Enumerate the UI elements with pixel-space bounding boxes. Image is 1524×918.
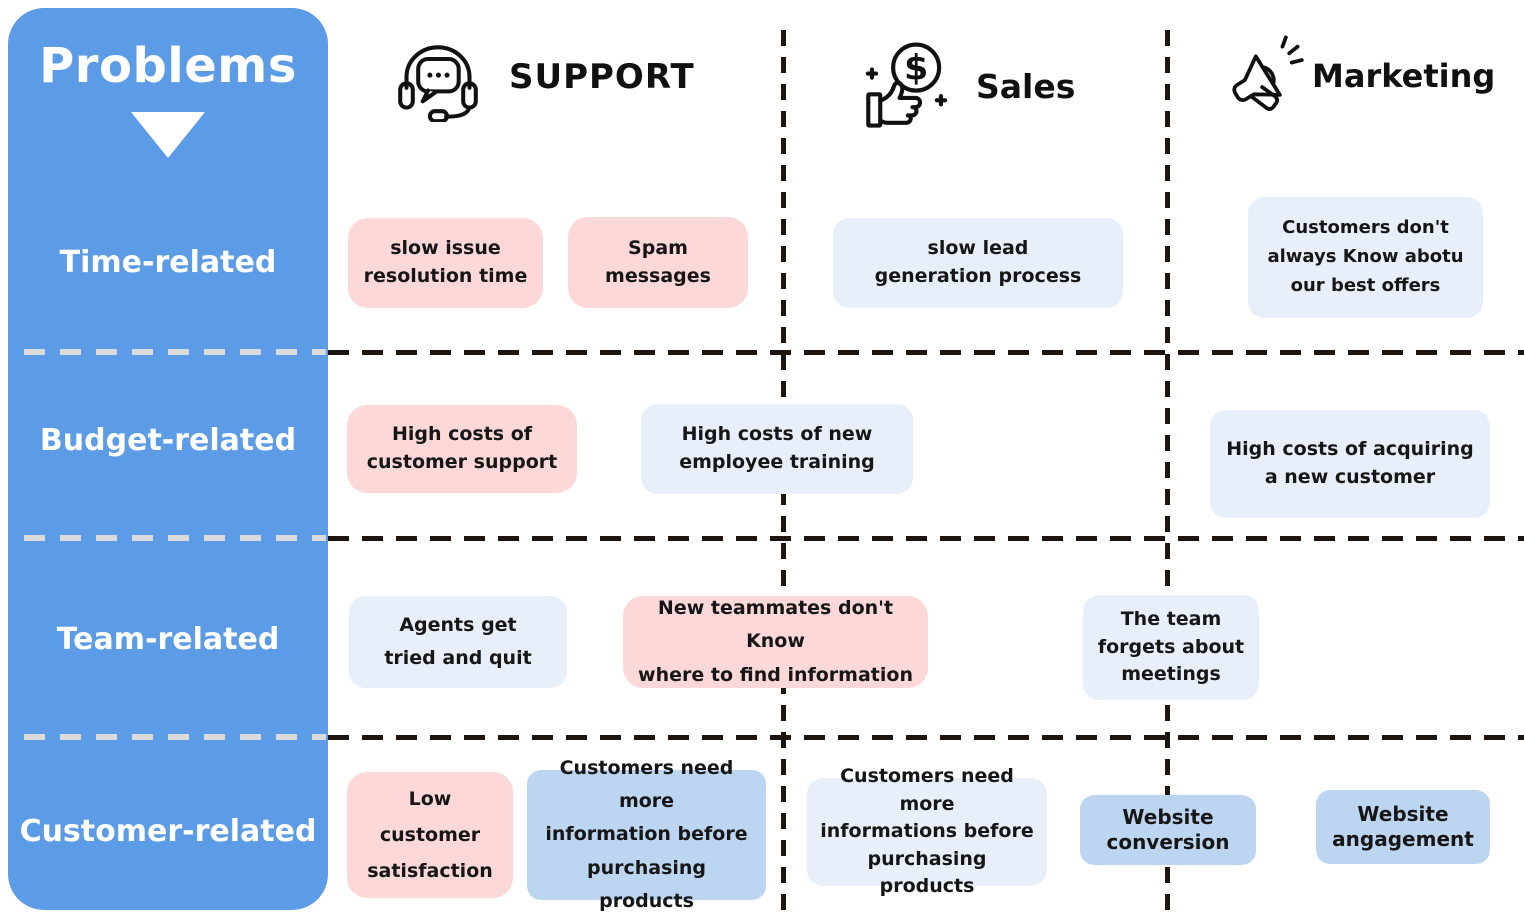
- card-high-costs-employee-training[interactable]: High costs of new employee training: [641, 404, 913, 494]
- sidebar-row-divider: [24, 734, 326, 740]
- column-header-sales: $ Sales: [860, 40, 1075, 132]
- column-label-support: SUPPORT: [509, 57, 695, 97]
- column-header-marketing: Marketing: [1222, 34, 1495, 118]
- column-label-sales: Sales: [976, 66, 1076, 106]
- arrow-down-icon: [131, 112, 205, 158]
- problems-panel: Problems Time-related Budget-related Tea…: [8, 8, 328, 910]
- column-label-marketing: Marketing: [1312, 57, 1496, 95]
- row-divider-time-budget: [328, 350, 1524, 355]
- card-website-engagement[interactable]: Website angagement: [1316, 790, 1490, 864]
- card-slow-issue-resolution-time[interactable]: slow issue resolution time: [348, 218, 543, 308]
- svg-text:$: $: [904, 49, 928, 89]
- megaphone-icon: [1222, 34, 1306, 118]
- panel-title: Problems: [39, 38, 297, 94]
- card-new-teammates-find-information[interactable]: New teammates don't Know where to find i…: [623, 596, 928, 688]
- card-customers-dont-know-offers[interactable]: Customers don't always Know abotu our be…: [1248, 197, 1483, 318]
- card-team-forgets-meetings[interactable]: The team forgets about meetings: [1083, 595, 1259, 700]
- row-label-customer-related: Customer-related: [19, 814, 317, 849]
- card-customers-need-more-informations[interactable]: Customers need more informations before …: [807, 765, 1047, 897]
- column-divider-sales-marketing: [1165, 30, 1170, 918]
- card-slow-lead-generation[interactable]: slow lead generation process: [833, 218, 1123, 308]
- column-header-support: SUPPORT: [393, 32, 695, 122]
- card-high-costs-acquiring-customer[interactable]: High costs of acquiring a new customer: [1210, 410, 1490, 518]
- card-low-customer-satisfaction[interactable]: Low customer satisfaction: [347, 772, 513, 898]
- row-label-time-related: Time-related: [59, 245, 277, 280]
- sidebar-row-divider: [24, 535, 326, 541]
- headset-chat-icon: [393, 32, 483, 122]
- sidebar-row-divider: [24, 349, 326, 355]
- card-website-conversion[interactable]: Website conversion: [1080, 795, 1256, 865]
- hand-holding-dollar-icon: $: [860, 40, 952, 132]
- row-label-team-related: Team-related: [56, 622, 280, 657]
- card-high-costs-customer-support[interactable]: High costs of customer support: [347, 405, 577, 493]
- row-label-budget-related: Budget-related: [39, 423, 297, 458]
- row-divider-budget-team: [328, 536, 1524, 541]
- row-divider-team-customer: [328, 735, 1524, 740]
- card-agents-get-tired-quit[interactable]: Agents get tried and quit: [349, 596, 567, 688]
- card-spam-messages[interactable]: Spam messages: [568, 217, 748, 308]
- card-customers-need-more-information[interactable]: Customers need more information before p…: [527, 757, 766, 912]
